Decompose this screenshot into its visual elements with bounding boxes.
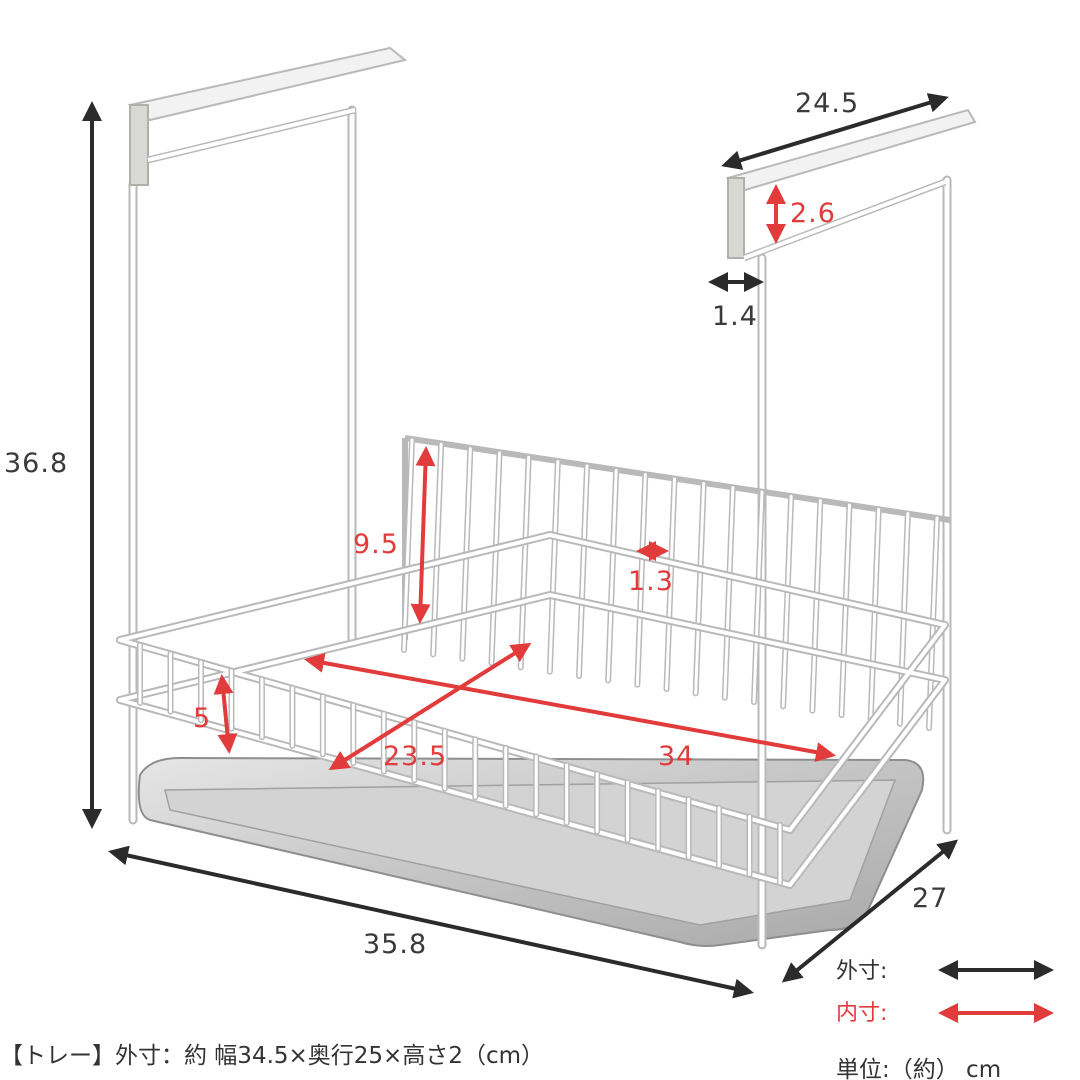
hook-width-arrow: [721, 93, 949, 170]
unit-text: 単位:（約） cm: [836, 1057, 1002, 1080]
hook-width-label: 24.5: [795, 88, 859, 119]
outer-height-label: 36.8: [4, 448, 68, 479]
wire: [869, 507, 881, 721]
stainless-tray: [137, 756, 925, 947]
wire: [548, 460, 560, 674]
inner-basket-height-label: 5: [193, 703, 211, 734]
wire: [635, 473, 647, 687]
outer-depth-label: 27: [912, 883, 948, 914]
wire: [606, 468, 618, 682]
inner-basket-width-label: 34: [658, 741, 694, 772]
inner-rack-height-arrow: [410, 446, 436, 624]
inner-slot-gap-label: 1.3: [628, 566, 674, 597]
wire: [840, 503, 851, 717]
legend-inner-label: 内寸:: [836, 1001, 887, 1026]
wire: [519, 455, 531, 669]
dimension-legend: 外寸: 内寸:: [836, 959, 1054, 1026]
tray-spec-text: 【トレー】外寸：約 幅34.5×奥行25×高さ2（cm）: [0, 1043, 545, 1069]
outer-dimension-arrows: [82, 93, 959, 999]
hook-thickness-label: 1.4: [712, 301, 758, 332]
outer-width-arrow: [108, 845, 754, 999]
inner-dimension-arrows: [213, 184, 836, 771]
legend-outer-label: 外寸:: [836, 959, 887, 984]
outer-width-label: 35.8: [363, 929, 427, 960]
inner-hook-gap-label: 2.6: [790, 198, 836, 229]
wire: [577, 464, 589, 678]
wire: [490, 451, 501, 665]
right-hook: [725, 108, 977, 262]
inner-basket-depth-label: 23.5: [383, 741, 447, 772]
outer-depth-arrow: [781, 839, 959, 983]
inner-rack-height-label: 9.5: [353, 529, 399, 560]
left-hook: [127, 46, 408, 186]
inner-basket-height-arrow: [213, 674, 238, 754]
inner-basket-width-arrow: [304, 653, 836, 762]
